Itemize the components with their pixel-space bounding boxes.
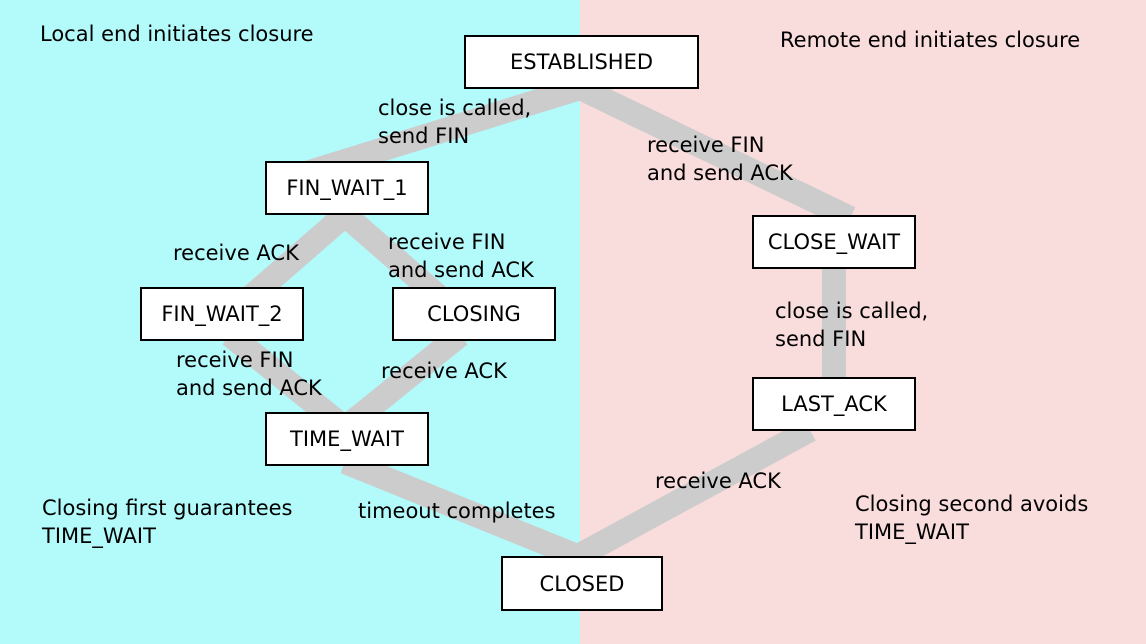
local-closure-note: Closing first guarantees TIME_WAIT — [42, 496, 293, 548]
label-close-send-fin-remote: close is called, send FIN — [775, 299, 929, 351]
state-fin-wait-2: FIN_WAIT_2 — [140, 287, 304, 341]
label-receive-ack-last-ack: receive ACK — [655, 469, 781, 493]
remote-closure-note: Closing second avoids TIME_WAIT — [855, 492, 1089, 544]
label-timeout-completes: timeout completes — [358, 499, 556, 523]
remote-closure-title: Remote end initiates closure — [780, 28, 1081, 52]
state-closing: CLOSING — [392, 287, 556, 341]
label-receive-fin-fw1: receive FIN and send ACK — [388, 230, 534, 282]
edge-established-close-wait — [574, 77, 856, 229]
state-time-wait: TIME_WAIT — [265, 412, 429, 466]
label-receive-fin-remote: receive FIN and send ACK — [647, 133, 793, 185]
state-closed: CLOSED — [501, 556, 663, 611]
edge-last-ack-closed — [574, 419, 816, 566]
label-receive-fin-fw2: receive FIN and send ACK — [176, 348, 322, 400]
remote-closure-panel — [580, 0, 1146, 644]
state-close-wait: CLOSE_WAIT — [752, 215, 916, 269]
state-established: ESTABLISHED — [464, 35, 699, 89]
edge-established-fin-wait-1 — [296, 76, 584, 187]
label-receive-ack-fw1: receive ACK — [173, 241, 299, 265]
local-closure-title: Local end initiates closure — [40, 22, 314, 46]
label-close-send-fin-local: close is called, send FIN — [378, 96, 532, 148]
state-fin-wait-1: FIN_WAIT_1 — [265, 161, 429, 215]
state-last-ack: LAST_ACK — [752, 377, 916, 431]
label-receive-ack-closing: receive ACK — [381, 359, 507, 383]
edge-time-wait-closed — [340, 450, 587, 570]
